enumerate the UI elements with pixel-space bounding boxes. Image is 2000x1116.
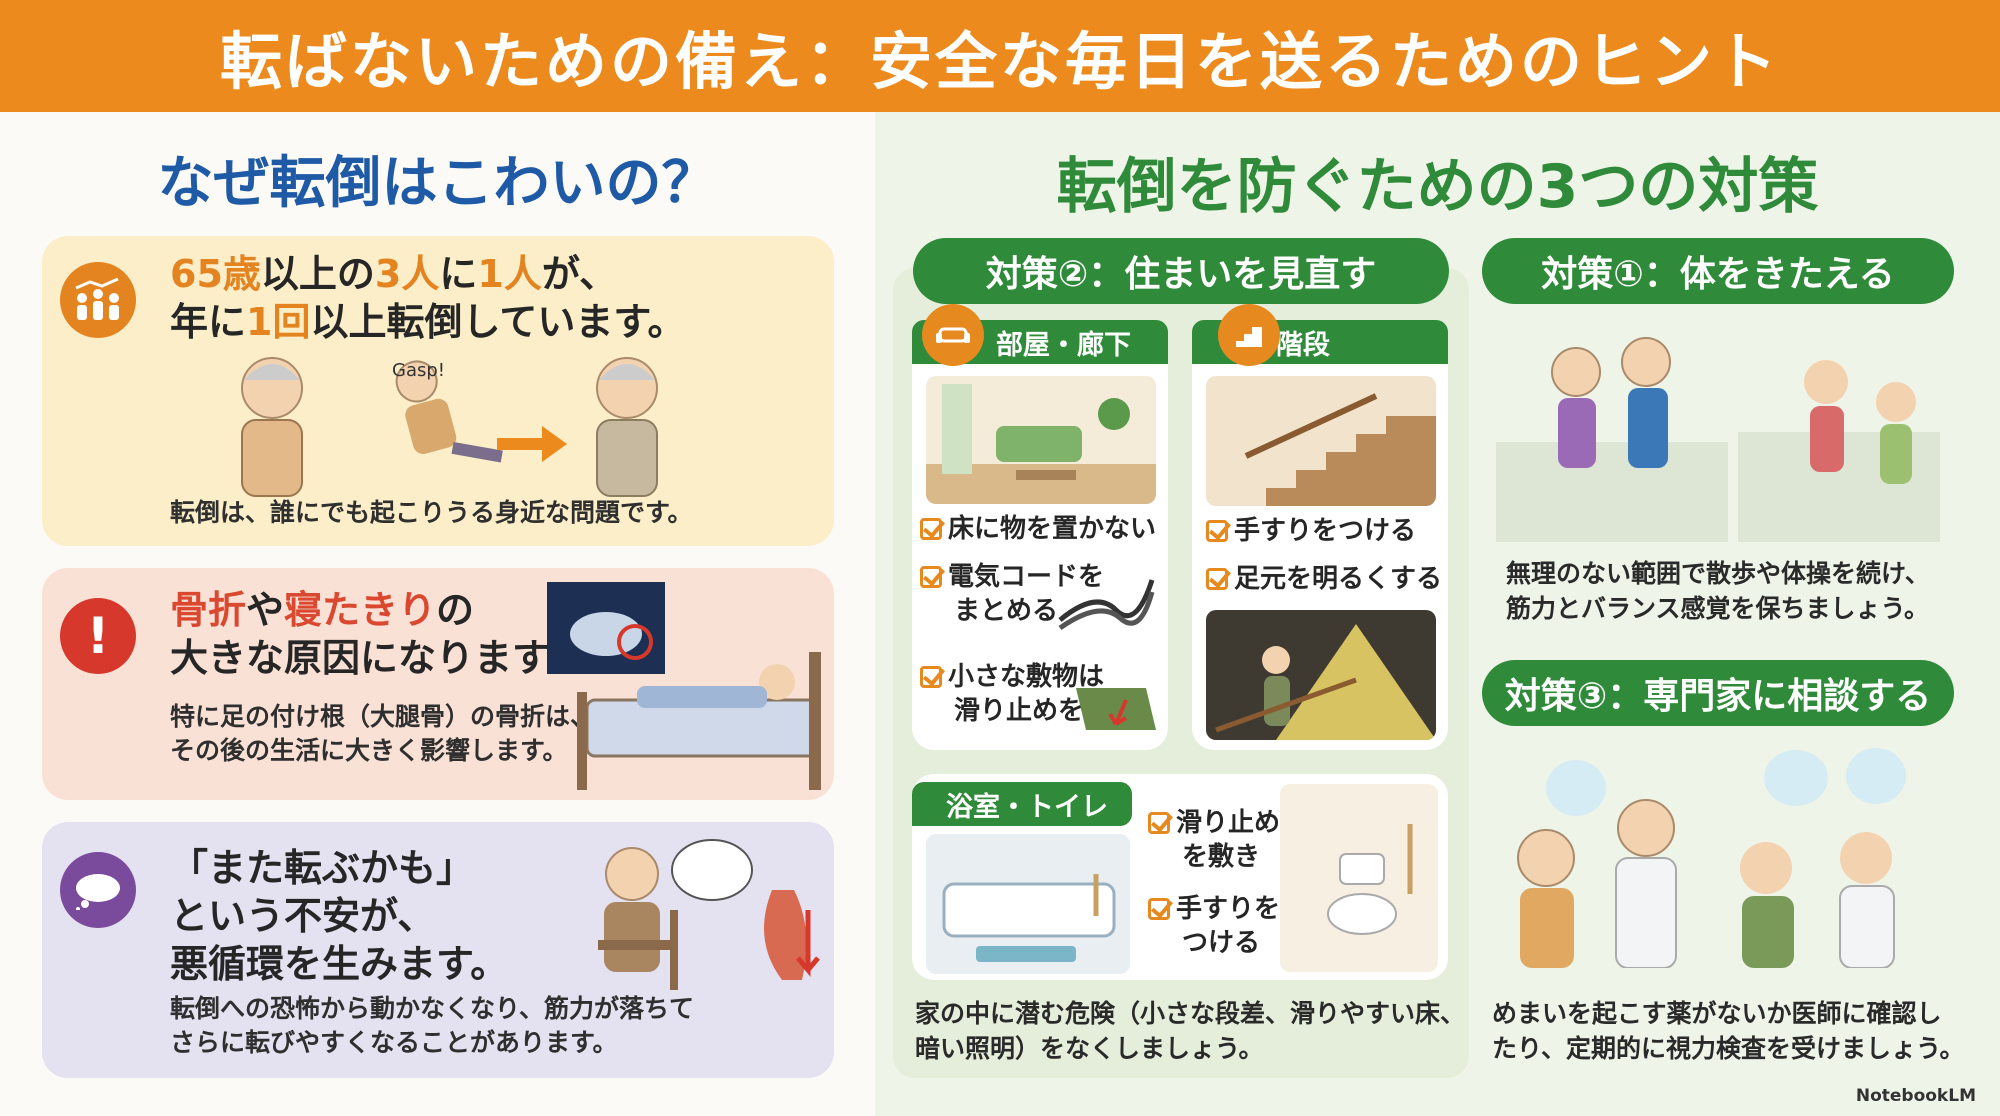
body-line: さらに転びやすくなることがあります。 [170, 1028, 618, 1057]
checkbox-icon [1206, 520, 1228, 542]
thought-cloud-icon [60, 852, 136, 928]
headline-part: や [246, 588, 285, 632]
measure2-pill: 対策②：住まいを見直す [913, 238, 1449, 304]
fall-frequency-headline: 65歳以上の3人に1人が、 年に1回以上転倒しています。 [170, 250, 686, 346]
tab-bath-toilet: 浴室・トイレ [912, 782, 1132, 826]
measure1-pill: 対策①：体をきたえる [1482, 238, 1954, 304]
check-label: 手すりを [1176, 894, 1281, 924]
headline-part: 「また転ぶかも」 [170, 846, 475, 890]
fear-body: 転倒への恐怖から動かなくなり、筋力が落ちて さらに転びやすくなることがあります。 [170, 992, 694, 1060]
headline-part: の [436, 588, 475, 632]
falling-elderly-illustration: Gasp! [241, 357, 658, 497]
headline-part: 寝たきり [284, 588, 437, 632]
body-line: めまいを起こす薬がないか医師に確認し [1492, 999, 1942, 1028]
left-section-title: なぜ転倒はこわいの？ [157, 151, 718, 216]
fear-card: 「また転ぶかも」 という不安が、 悪循環を生みます。 転倒への恐怖から動かなくな… [42, 822, 834, 1078]
fall-frequency-card: 65歳以上の3人に1人が、 年に1回以上転倒しています。 Gasp! 転倒は、誰… [42, 236, 834, 546]
check-label: 電気コードを [948, 562, 1105, 592]
fracture-card: ! 骨折や寝たきりの 大きな原因になります。 特に足の付け根（大腿骨）の骨折は、… [42, 568, 834, 800]
check-cords: 電気コードをまとめる [920, 560, 1104, 628]
body-line: 無理のない範囲で散歩や体操を続け、 [1506, 559, 1930, 588]
bathtub-illustration [926, 834, 1130, 974]
footer-line: 暗い照明）をなくしましょう。 [915, 1034, 1264, 1063]
gasp-label: Gasp! [392, 360, 445, 381]
body-line: たり、定期的に視力検査を受けましょう。 [1492, 1034, 1965, 1063]
body-line: その後の生活に大きく影響します。 [170, 736, 568, 765]
cord-bundle-illustration [1058, 579, 1155, 631]
page-title: 転ばないための備え：安全な毎日を送るためのヒント [219, 25, 1780, 98]
check-label: 滑り止めを [954, 696, 1085, 726]
check-label: 足元を明るくする [1234, 564, 1443, 594]
measure3-text: めまいを起こす薬がないか医師に確認し たり、定期的に視力検査を受けましょう。 [1492, 996, 1965, 1066]
sofa-icon [922, 304, 984, 366]
headline-part: 以上転倒しています。 [310, 300, 686, 344]
exercise-illustration [1496, 337, 1940, 542]
check-bath-handrail: 手すりをつける [1148, 892, 1280, 960]
checkbox-icon [920, 566, 942, 588]
headline-part: が、 [541, 252, 618, 296]
lit-stairs-illustration [1206, 610, 1436, 740]
headline-part: 以上の [260, 252, 375, 296]
checkbox-icon [1148, 812, 1170, 834]
measure1-text: 無理のない範囲で散歩や体操を続け、 筋力とバランス感覚を保ちましょう。 [1506, 556, 1930, 626]
body-line: 筋力とバランス感覚を保ちましょう。 [1506, 594, 1930, 623]
right-section-title: 転倒を防ぐための3つの対策 [1056, 152, 1819, 222]
staircase-illustration [1206, 376, 1436, 506]
exclamation-icon: ! [60, 598, 136, 674]
living-room-illustration [926, 376, 1156, 504]
check-label: 小さな敷物は [948, 662, 1105, 692]
fear-headline: 「また転ぶかも」 という不安が、 悪循環を生みます。 [170, 844, 508, 988]
headline-part: 骨折 [170, 588, 247, 632]
checkbox-icon [920, 666, 942, 688]
check-lighting: 足元を明るくする [1206, 562, 1442, 596]
consult-doctor-illustration [1517, 748, 1906, 968]
fracture-headline: 骨折や寝たきりの 大きな原因になります。 [170, 586, 584, 682]
fracture-body: 特に足の付け根（大腿骨）の骨折は、 その後の生活に大きく影響します。 [170, 700, 595, 768]
check-label: つける [1182, 928, 1261, 958]
body-line: 転倒への恐怖から動かなくなり、筋力が落ちて [170, 994, 695, 1023]
headline-part: に [439, 252, 478, 296]
headline-part: 年に [170, 300, 247, 344]
headline-part: 大きな原因になります。 [170, 636, 585, 680]
check-rug-antislip: 小さな敷物は滑り止めを [920, 660, 1104, 728]
body-line: 特に足の付け根（大腿骨）の骨折は、 [170, 702, 596, 731]
footer-line: 家の中に潜む危険（小さな段差、滑りやすい床、 [915, 999, 1466, 1028]
check-handrail: 手すりをつける [1206, 514, 1416, 548]
brand-label: NotebookLM [1855, 1086, 1976, 1106]
fall-frequency-body: 転倒は、誰にでも起こりうる身近な問題です。 [170, 498, 693, 527]
arrow-icon [497, 426, 567, 462]
xray-bed-illustration [547, 582, 821, 790]
rug-illustration [1076, 688, 1156, 730]
headline-part: 悪循環を生みます。 [170, 942, 509, 986]
headline-part: という不安が、 [170, 894, 436, 938]
people-chart-icon [60, 262, 136, 338]
header-banner: 転ばないための備え：安全な毎日を送るためのヒント [0, 0, 2000, 112]
headline-part: 1人 [477, 252, 542, 296]
arrow-down-icon [796, 910, 820, 977]
checkbox-icon [1206, 568, 1228, 590]
headline-part: 65歳 [170, 252, 261, 296]
check-label: を敷き [1182, 842, 1261, 872]
worried-elderly-illustration [598, 839, 820, 990]
checkbox-icon [920, 518, 942, 540]
check-label: 手すりをつける [1234, 516, 1417, 546]
check-no-floor-items: 床に物を置かない [920, 512, 1156, 546]
checkbox-icon [1148, 898, 1170, 920]
measure3-pill: 対策③：専門家に相談する [1482, 660, 1954, 726]
check-label: 床に物を置かない [948, 514, 1157, 544]
measure2-footer: 家の中に潜む危険（小さな段差、滑りやすい床、 暗い照明）をなくしましょう。 [915, 996, 1465, 1066]
headline-part: 3人 [374, 252, 440, 296]
headline-part: 1回 [246, 300, 311, 344]
stairs-icon [1218, 304, 1280, 366]
toilet-illustration [1280, 784, 1438, 972]
check-label: まとめる [954, 596, 1059, 626]
